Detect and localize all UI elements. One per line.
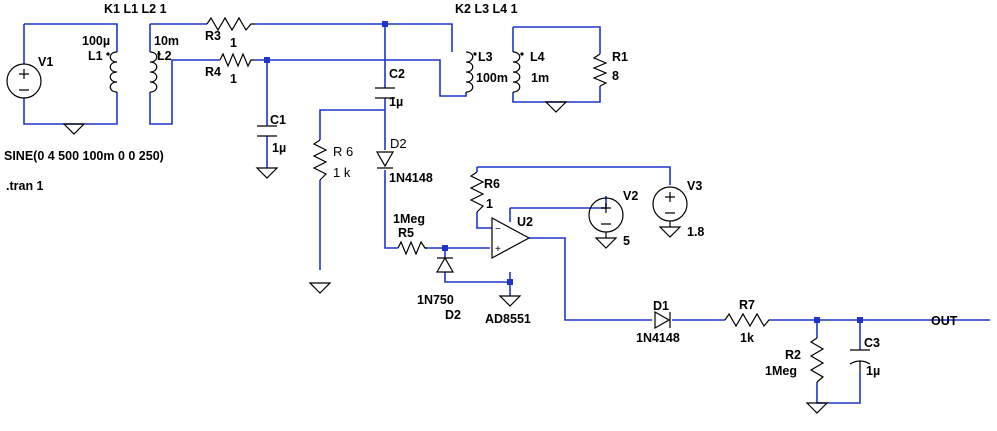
diode-d2[interactable] [375, 151, 395, 169]
junctions [264, 21, 863, 323]
ground-symbol [255, 167, 279, 179]
labels: K1 L1 L2 1 K2 L3 L4 1 SINE(0 4 500 100m … [4, 2, 958, 378]
l3-value: 100m [476, 71, 508, 85]
opamp-minus-sign: − [495, 224, 501, 235]
resistor-r1[interactable] [592, 53, 608, 87]
r3-value: 1 [230, 36, 237, 50]
v3-ref: V3 [687, 179, 702, 193]
r2-ref: R2 [785, 348, 801, 362]
r4-value: 1 [230, 72, 237, 86]
r6-1k-value: 1 k [333, 165, 351, 180]
r7-ref: R7 [739, 298, 755, 312]
d1-ref: D1 [653, 299, 669, 313]
c2-value: 1µ [389, 95, 403, 109]
inductor-l2[interactable] [149, 51, 161, 93]
v1-ref: V1 [38, 55, 53, 69]
opamp-plus-sign: + [495, 244, 501, 255]
d2-value: 1N4148 [389, 171, 433, 185]
r6-1k-ref: R 6 [333, 144, 353, 159]
r5-value: 1Meg [393, 212, 425, 226]
resistor-r7[interactable] [724, 312, 770, 328]
ground-symbol [62, 123, 86, 135]
source-value-label: SINE(0 4 500 100m 0 0 250) [4, 149, 164, 163]
c2-ref: C2 [389, 67, 405, 81]
net-label-out: OUT [931, 314, 958, 328]
r2-value: 1Meg [765, 364, 797, 378]
l4-ref: L4 [530, 50, 545, 64]
junction-dot [814, 317, 820, 323]
zener-value: 1N750 [417, 293, 454, 307]
ground-symbol [498, 295, 522, 307]
u2-value: AD8551 [485, 312, 531, 326]
r3-ref: R3 [205, 29, 221, 43]
coupling-directive-k2: K2 L3 L4 1 [455, 2, 518, 16]
inductor-l3[interactable] [465, 51, 477, 93]
l3-ref: L3 [478, 50, 493, 64]
junction-dot [264, 57, 270, 63]
r4-ref: R4 [205, 65, 221, 79]
coupling-directive-k1: K1 L1 L2 1 [104, 2, 167, 16]
voltage-source-v2[interactable] [588, 197, 624, 249]
diode-d1[interactable] [654, 310, 671, 330]
inductor-l4[interactable] [512, 51, 524, 93]
r1-ref: R1 [612, 50, 628, 64]
ground-symbol [805, 402, 829, 414]
l4-value: 1m [531, 71, 549, 85]
ground-symbol [544, 101, 568, 113]
l1-value: 100µ [82, 34, 110, 48]
resistor-r6-feedback[interactable] [469, 171, 485, 213]
inductor-l1[interactable] [106, 51, 118, 93]
l2-ref: L2 [157, 49, 172, 63]
resistor-r3[interactable] [206, 16, 255, 32]
resistor-r4[interactable] [219, 52, 254, 68]
capacitor-c2[interactable] [375, 87, 395, 99]
capacitor-c1[interactable] [257, 125, 277, 137]
opamp-u2[interactable]: − + [491, 216, 531, 260]
resistor-r6-1k[interactable] [312, 139, 328, 181]
zener-ref: D2 [445, 308, 461, 322]
r7-value: 1k [740, 331, 754, 345]
junction-dot [857, 317, 863, 323]
u2-ref: U2 [517, 215, 533, 229]
d2-ref: D2 [390, 136, 407, 151]
junction-dot [442, 245, 448, 251]
c3-ref: C3 [864, 336, 880, 350]
voltage-source-v1[interactable] [6, 63, 42, 99]
r1-value: 8 [612, 69, 619, 83]
c1-value: 1µ [272, 141, 286, 155]
l2-value: 10m [154, 34, 179, 48]
c1-ref: C1 [270, 113, 286, 127]
junction-dot [382, 21, 388, 27]
resistor-r2[interactable] [809, 337, 825, 383]
d1-value: 1N4148 [636, 331, 680, 345]
v3-value: 1.8 [687, 225, 704, 239]
tran-directive: .tran 1 [6, 179, 44, 193]
v2-value: 5 [623, 234, 630, 248]
v2-ref: V2 [623, 189, 638, 203]
r6-feedback-value: 1 [486, 197, 493, 211]
r6-feedback-ref: R6 [484, 177, 500, 191]
junction-dot [507, 279, 513, 285]
voltage-source-v3[interactable] [652, 186, 688, 238]
zener-diode-d2[interactable] [435, 256, 455, 273]
capacitor-c3[interactable] [849, 349, 871, 372]
l1-ref: L1 [88, 49, 103, 63]
r5-ref: R5 [398, 226, 414, 240]
resistor-r5[interactable] [397, 240, 427, 256]
ground-symbol [308, 282, 332, 294]
c3-value: 1µ [866, 364, 880, 378]
